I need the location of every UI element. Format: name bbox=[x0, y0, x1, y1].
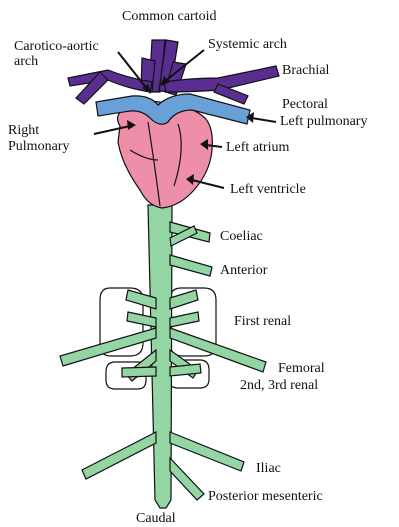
label-carotico-aortic-line2: arch bbox=[14, 54, 38, 69]
label-left-ventricle: Left ventricle bbox=[230, 182, 306, 197]
label-renal-2-3: 2nd, 3rd renal bbox=[240, 378, 318, 393]
dorsal-aorta bbox=[60, 205, 266, 508]
label-right-pulmonary-line2: Pulmonary bbox=[8, 139, 69, 154]
anterior-artery bbox=[170, 255, 212, 276]
right-brachial-arch bbox=[68, 70, 152, 92]
iliac-right bbox=[170, 432, 244, 471]
label-carotico-aortic-line1: Carotico-aortic bbox=[14, 39, 99, 54]
label-brachial: Brachial bbox=[282, 63, 330, 78]
label-systemic-arch: Systemic arch bbox=[208, 37, 287, 52]
label-femoral: Femoral bbox=[278, 361, 325, 376]
label-posterior-mesenteric: Posterior mesenteric bbox=[208, 489, 323, 504]
iliac-left bbox=[82, 432, 156, 479]
label-coeliac: Coeliac bbox=[220, 229, 263, 244]
renal-branch-left bbox=[122, 367, 156, 377]
label-left-pulmonary: Left pulmonary bbox=[280, 114, 367, 129]
label-iliac: Iliac bbox=[256, 461, 281, 476]
label-anterior: Anterior bbox=[220, 263, 268, 278]
label-caudal: Caudal bbox=[136, 511, 176, 526]
label-first-renal: First renal bbox=[234, 314, 291, 329]
label-common-carotid: Common cartoid bbox=[122, 9, 217, 24]
arrow-left-pulmonary bbox=[252, 118, 276, 122]
label-left-atrium: Left atrium bbox=[226, 140, 289, 155]
label-pectoral: Pectoral bbox=[282, 97, 328, 112]
posterior-mesenteric-artery bbox=[170, 458, 204, 500]
label-right-pulmonary-line1: Right bbox=[8, 123, 39, 138]
